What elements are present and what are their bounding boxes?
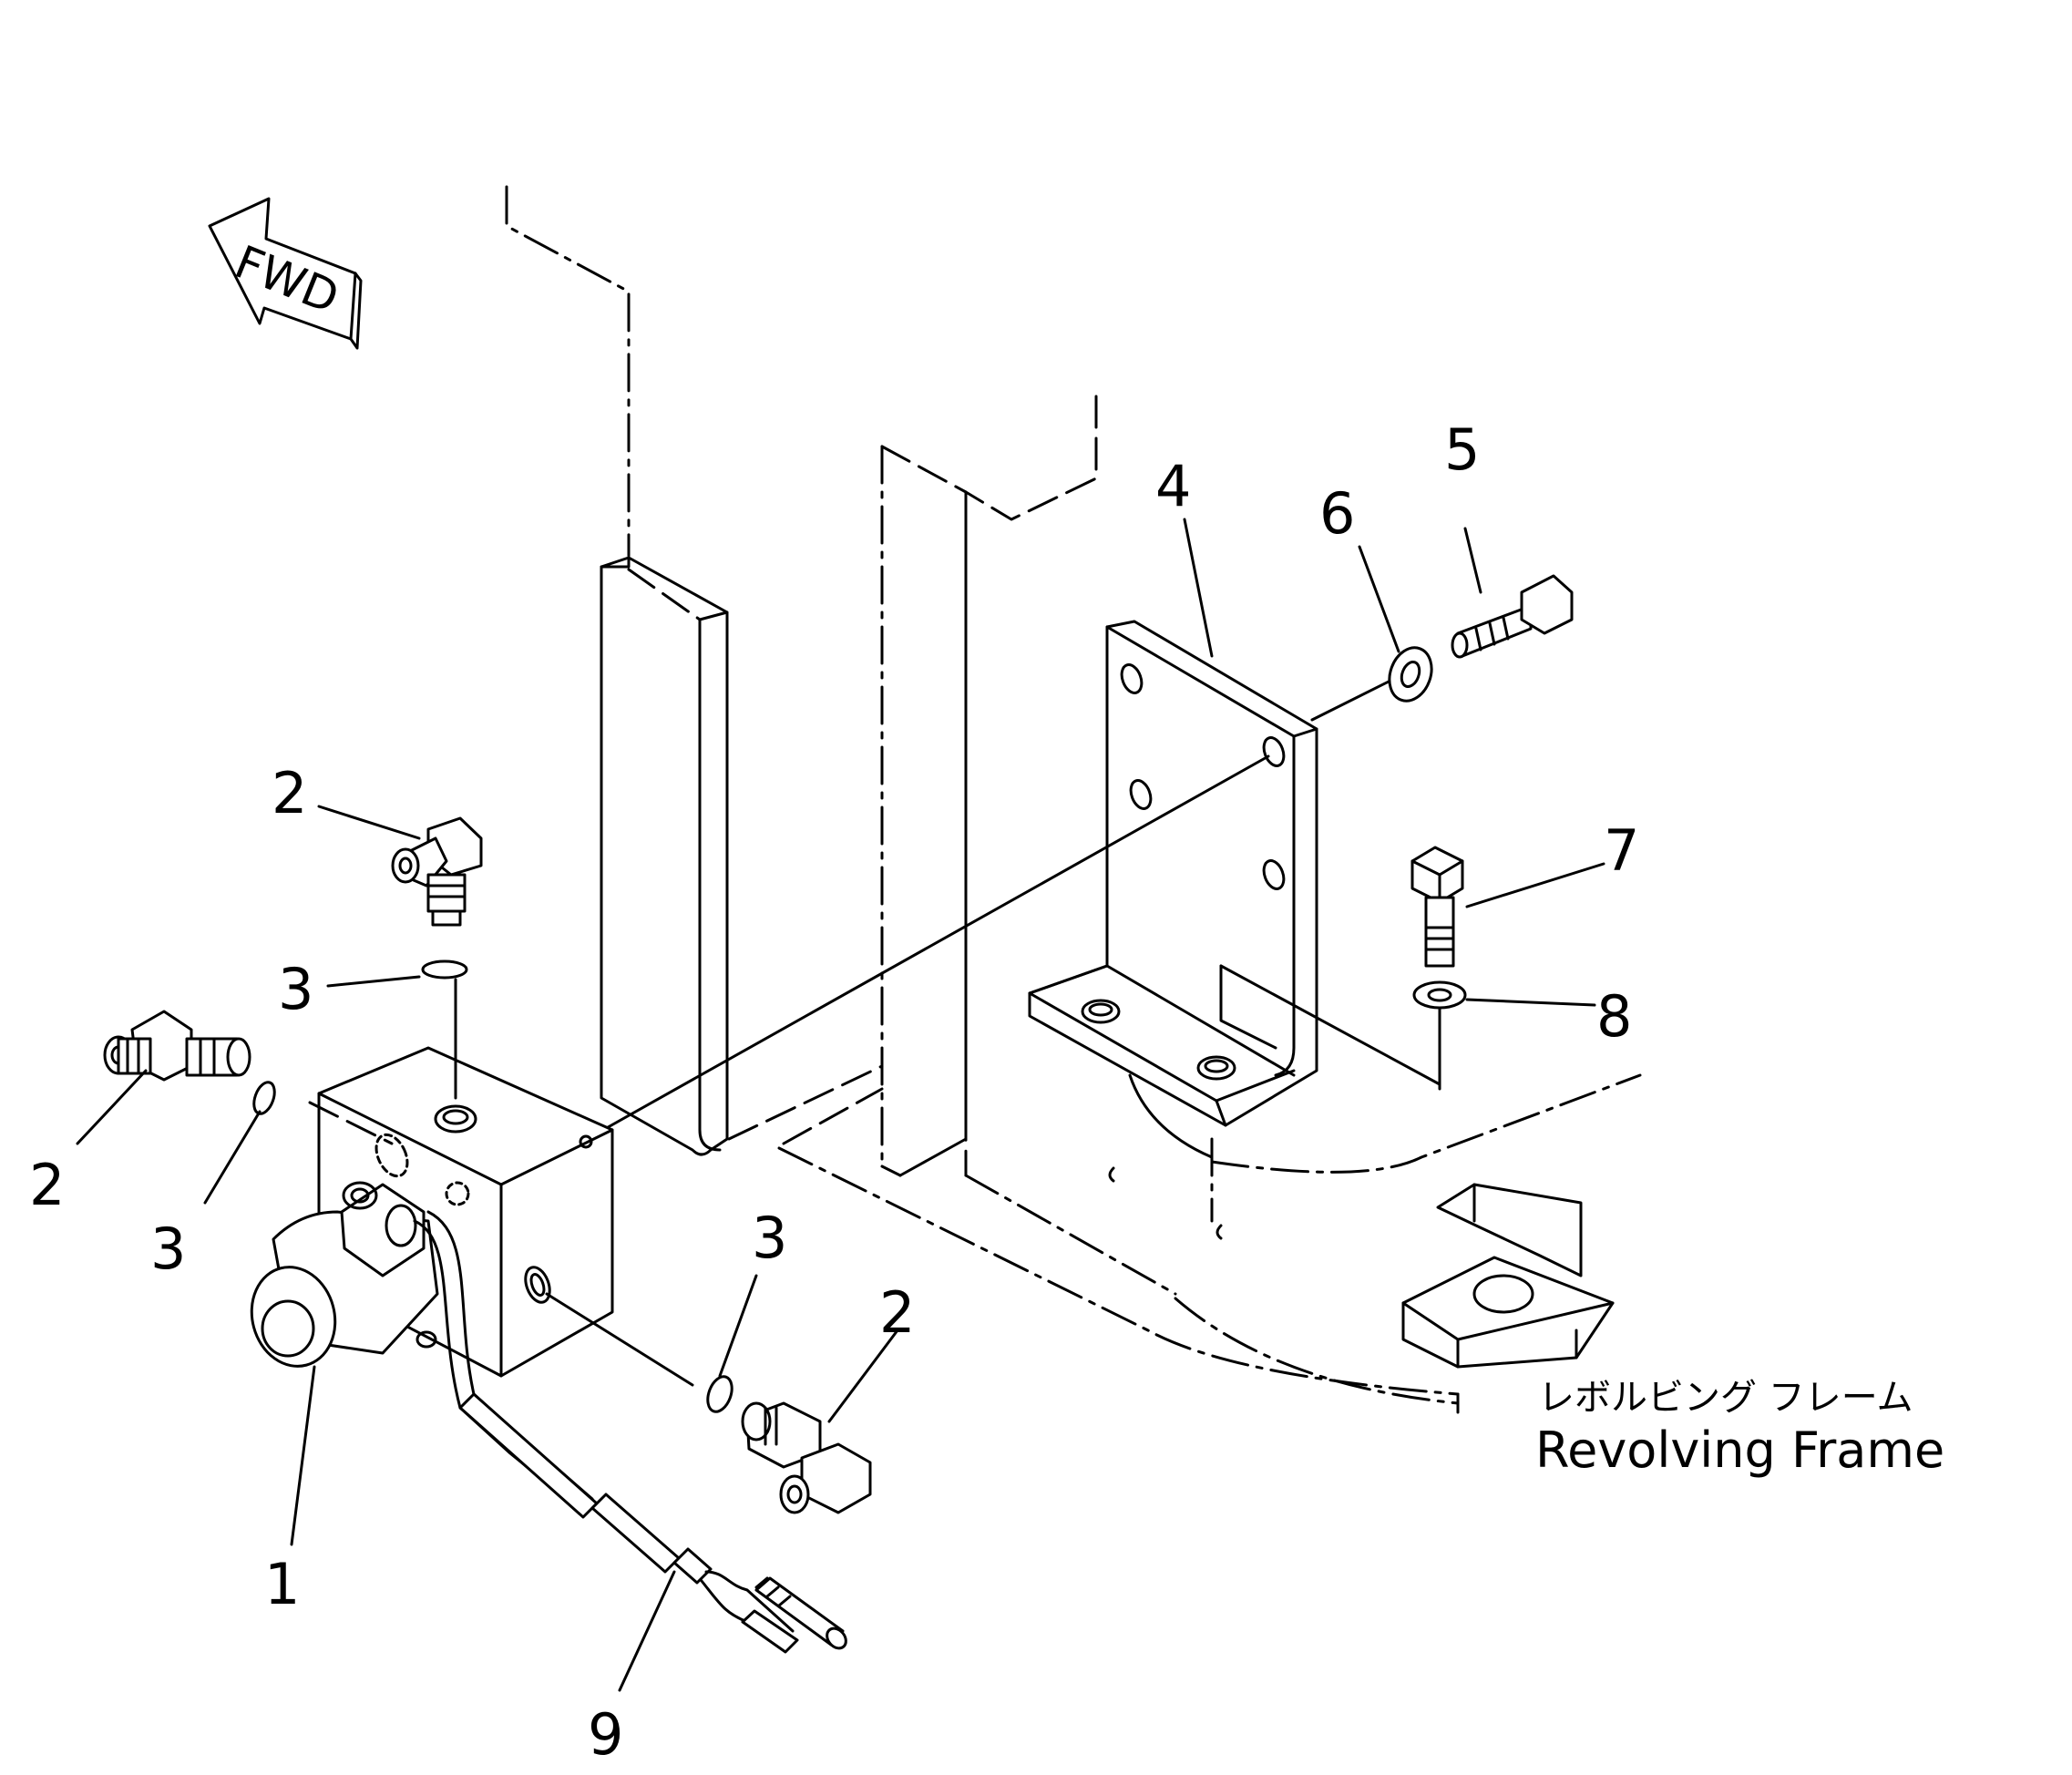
callout-4: 4: [1155, 453, 1191, 519]
o-ring-top: [421, 959, 468, 980]
callout-3-left: 3: [150, 1216, 186, 1282]
alignment-line-bolt: [1310, 677, 1396, 722]
bolt-part-5: [1451, 574, 1574, 659]
callout-2-right: 2: [879, 1279, 915, 1346]
callout-5: 5: [1444, 416, 1480, 483]
machine-phantom-lines: [505, 185, 1642, 1414]
washer-part-6: [1388, 646, 1433, 703]
wire-harness: [413, 1210, 847, 1654]
callout-6: 6: [1319, 480, 1355, 547]
o-ring-right: [706, 1375, 733, 1413]
callout-7: 7: [1604, 817, 1639, 884]
callout-9: 9: [588, 1701, 623, 1768]
o-ring-right-axis: [545, 1292, 694, 1387]
bracket: [1028, 620, 1441, 1127]
elbow-fitting-top: [391, 816, 483, 927]
callout-3-top: 3: [278, 956, 313, 1022]
callout-leaders: [76, 518, 1605, 1692]
o-ring-left: [252, 1081, 276, 1115]
bolt-part-7: [1410, 846, 1464, 968]
callout-8: 8: [1596, 983, 1632, 1050]
callout-2-top: 2: [272, 760, 307, 826]
frame-label-japanese: レボルビング フレーム: [1538, 1377, 1913, 1419]
elbow-fitting-right: [741, 1401, 872, 1514]
fwd-arrow: FWD: [208, 197, 363, 350]
elbow-fitting-left: [103, 1010, 251, 1082]
alignment-line: [601, 754, 1270, 1132]
solenoid: [250, 1181, 439, 1368]
callout-2-left: 2: [29, 1152, 65, 1218]
frame-boss: [1401, 1183, 1615, 1369]
callout-1: 1: [264, 1551, 300, 1617]
callout-3-right: 3: [752, 1205, 787, 1271]
washer-part-8: [1412, 980, 1467, 1010]
frame-label-english: Revolving Frame: [1535, 1421, 1944, 1479]
